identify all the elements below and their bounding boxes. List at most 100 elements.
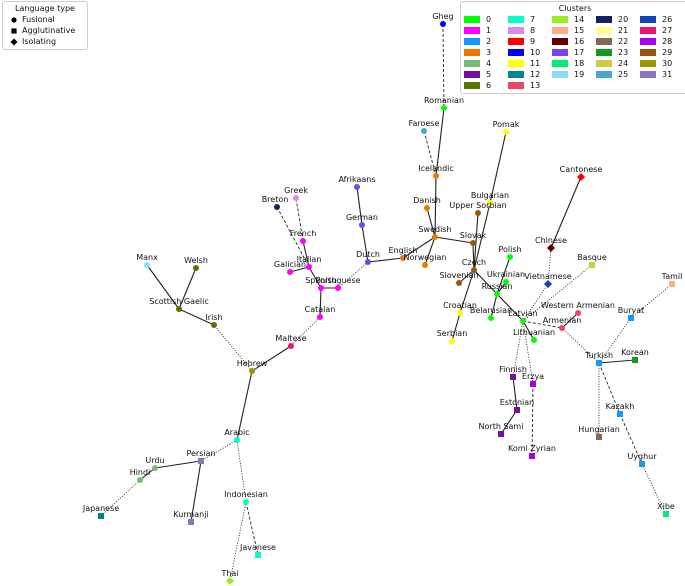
cluster-legend-item-29: 29 [640, 47, 684, 58]
circle-marker-shape [11, 16, 17, 23]
node-label-kazakh: Kazakh [606, 402, 635, 411]
language-type-legend-item-agglutinative: Agglutinative [6, 25, 84, 36]
edge-indonesian-thai [229, 501, 247, 582]
edge-czech-russian [473, 269, 498, 295]
node-label-latvian: Latvian [508, 309, 537, 318]
node-ukrainian [503, 279, 509, 285]
edge-chinese-cantonese [550, 176, 582, 249]
cluster-color-swatch [508, 27, 524, 34]
node-english [400, 255, 406, 261]
node-thai [225, 576, 235, 586]
node-danish [424, 205, 430, 211]
cluster-color-swatch [464, 71, 480, 78]
edge-faroese-icelandic [423, 130, 437, 177]
cluster-color-swatch [508, 71, 524, 78]
node-label-faroese: Faroese [409, 119, 440, 128]
node-javanese [255, 552, 261, 558]
cluster-legend-item-28: 28 [640, 36, 684, 47]
cluster-legend-label: 7 [530, 15, 536, 24]
edge-finnish-estonian [512, 376, 518, 411]
edge-swedish-slovak [434, 236, 474, 244]
node-label-catalan: Catalan [305, 305, 336, 314]
edge-arabic-persian [200, 439, 238, 462]
cluster-color-swatch [508, 82, 524, 89]
cluster-legend-item-9: 9 [508, 36, 552, 47]
cluster-color-swatch [508, 49, 524, 56]
node-afrikaans [354, 184, 360, 190]
node-kurmanji [188, 519, 194, 525]
edge-maltese-hebrew [251, 345, 292, 372]
node-estonian [514, 407, 520, 413]
cluster-legend-item-24: 24 [596, 58, 640, 69]
cluster-legend-label: 29 [662, 48, 673, 57]
cluster-legend-item-25: 25 [596, 69, 640, 80]
node-buryat [628, 315, 634, 321]
circle-marker-icon [6, 15, 22, 25]
cluster-color-swatch [596, 16, 612, 23]
node-label-basque: Basque [577, 253, 607, 262]
cluster-legend-item-30: 30 [640, 58, 684, 69]
cluster-color-swatch [508, 16, 524, 23]
cluster-legend-item-20: 20 [596, 14, 640, 25]
cluster-color-swatch [464, 16, 480, 23]
cluster-color-swatch [464, 60, 480, 67]
cluster-color-swatch [552, 16, 568, 23]
edge-latvian-vietnamese [522, 283, 549, 322]
edge-czech-slovenian [458, 269, 475, 284]
cluster-color-swatch [552, 71, 568, 78]
cluster-legend-item-3: 3 [464, 47, 508, 58]
node-label-erzya: Erzya [522, 372, 544, 381]
node-slovak [470, 240, 476, 246]
node-gheg [440, 21, 446, 27]
node-label-chinese: Chinese [535, 236, 567, 245]
edge-czech-upper-sorbian [473, 212, 479, 271]
node-label-german: German [346, 213, 378, 222]
edge-hebrew-irish [213, 324, 253, 372]
cluster-legend-label: 28 [662, 37, 673, 46]
node-label-persian: Persian [186, 449, 215, 458]
cluster-legend-label: 17 [574, 48, 585, 57]
cluster-legend-item-23: 23 [596, 47, 640, 58]
edge-french-greek [295, 197, 304, 242]
node-label-kurmanji: Kurmanji [173, 510, 208, 519]
node-label-danish: Danish [413, 196, 441, 205]
node-label-armenian: Armenian [543, 316, 582, 325]
cluster-legend-label: 13 [530, 81, 541, 90]
cluster-color-swatch [508, 38, 524, 45]
node-label-italian: Italian [297, 255, 322, 264]
node-croatian [457, 310, 463, 316]
cluster-legend-label: 24 [618, 59, 629, 68]
edge-irish-scottish-gaelic [178, 308, 215, 326]
node-label-uyghur: Uyghur [627, 452, 657, 461]
edge-estonian-north-sami [500, 409, 518, 435]
edge-bulgarian-pomak [489, 131, 507, 204]
node-turkish [596, 360, 602, 366]
node-label-welsh: Welsh [184, 256, 208, 265]
cluster-legend-label: 0 [486, 15, 492, 24]
language-type-legend-label: Isolating [22, 37, 57, 46]
edge-dutch-german [361, 224, 369, 263]
edge-italian-breton [276, 206, 310, 268]
cluster-color-swatch [640, 16, 656, 23]
cluster-color-swatch [640, 60, 656, 67]
node-label-russian: Russian [482, 282, 513, 291]
edge-scottish-gaelic-manx [146, 264, 180, 310]
cluster-legend-item-16: 16 [552, 36, 596, 47]
node-label-japanese: Japanese [82, 504, 119, 513]
node-upper-sorbian [475, 210, 481, 216]
diamond-marker-icon [6, 37, 22, 47]
node-label-western-armenian: Western Armenian [541, 301, 615, 310]
edge-turkish-korean [598, 359, 636, 364]
edge-czech-croatian [459, 269, 475, 314]
node-dutch [365, 259, 371, 265]
edge-czech-bulgarian [473, 202, 491, 271]
cluster-legend-item-26: 26 [640, 14, 684, 25]
node-label-bulgarian: Bulgarian [471, 191, 509, 200]
edge-italian-french [302, 240, 310, 268]
node-label-slovak: Slovak [460, 231, 487, 240]
node-belarusian [488, 315, 494, 321]
node-label-croatian: Croatian [443, 301, 477, 310]
node-label-scottish-gaelic: Scottish Gaelic [149, 297, 209, 306]
cluster-legend-label: 16 [574, 37, 585, 46]
